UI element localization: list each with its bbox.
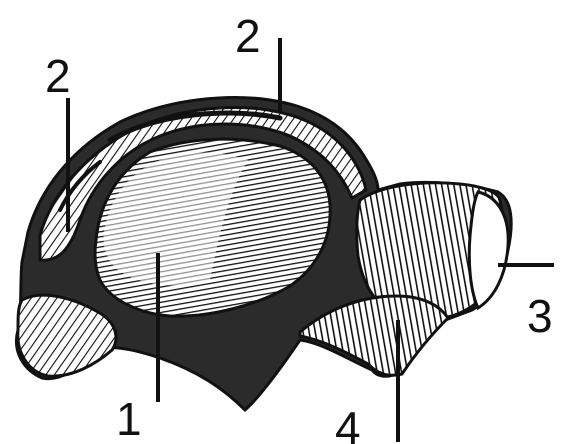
label-3: 3 bbox=[527, 290, 553, 342]
label-1: 1 bbox=[116, 393, 142, 444]
label-2-top: 2 bbox=[235, 10, 261, 62]
label-4: 4 bbox=[335, 402, 361, 444]
label-2-left: 2 bbox=[45, 50, 71, 102]
head-end bbox=[469, 192, 508, 308]
